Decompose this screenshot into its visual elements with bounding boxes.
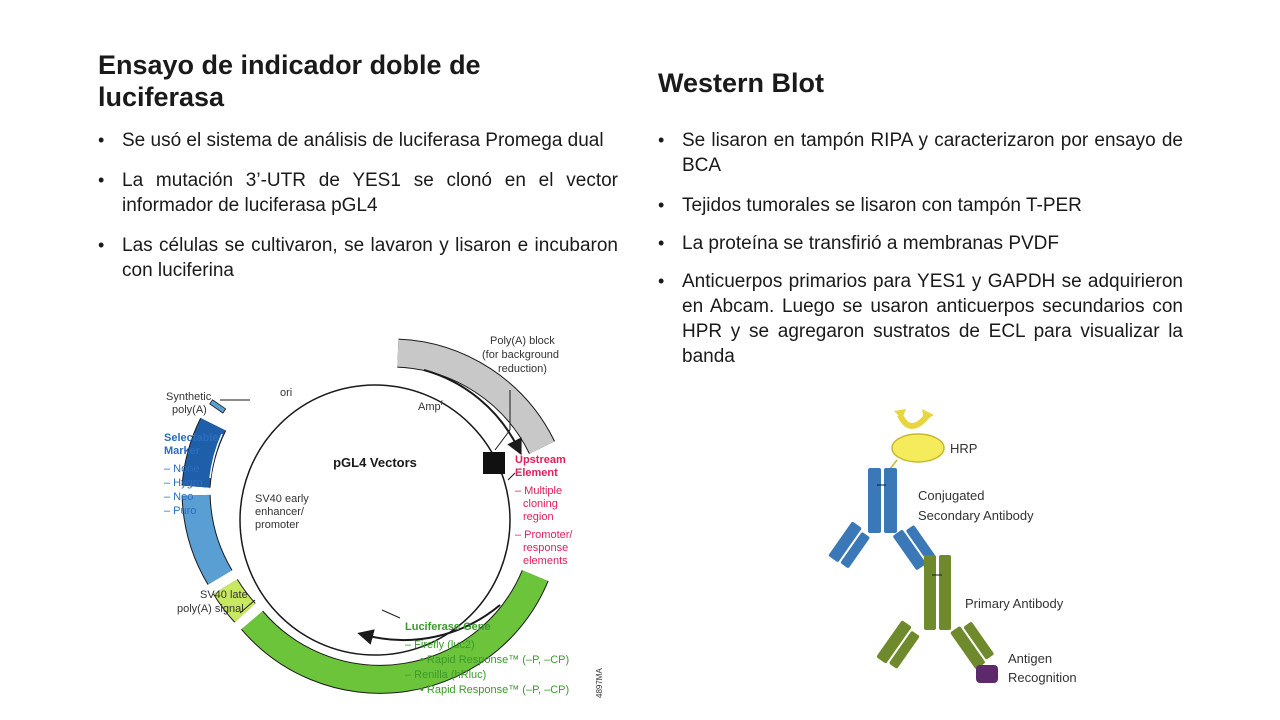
leader-line: [239, 599, 256, 614]
primary-fab-right-light: [963, 622, 994, 660]
figure-code: 4897MA: [595, 668, 604, 698]
leader-line: [381, 609, 401, 619]
primary-fab-right: [950, 622, 994, 669]
sv40-early-label-1: SV40 early: [255, 493, 309, 505]
hrp-enzyme: [891, 433, 945, 463]
bullet-item: La mutación 3’-UTR de YES1 se clonó en e…: [98, 168, 618, 218]
amp-segment: [397, 339, 555, 454]
title-luciferase-assay: Ensayo de indicador doble de luciferasa: [98, 50, 481, 112]
amp-label-sup: r: [441, 398, 444, 407]
amp-label: Ampr: [418, 398, 444, 413]
bullet-item: Se lisaron en tampón RIPA y caracterizar…: [658, 128, 1183, 178]
antigen-label-2: Recognition: [1008, 670, 1077, 685]
upstream-element-item: response: [523, 542, 568, 554]
bullet-item: Las células se cultivaron, se lavaron y …: [98, 233, 618, 283]
synthetic-polya-label-1: Synthetic: [166, 391, 212, 403]
bullet-item: La proteína se transfirió a membranas PV…: [658, 231, 1183, 256]
upstream-element-block: [483, 452, 505, 474]
selectable-marker-item: – Puro: [164, 505, 196, 517]
amp-arrow: [423, 369, 522, 456]
upstream-element-item: – Promoter/: [515, 529, 573, 541]
primary-heavy-chain-right: [939, 555, 951, 630]
luciferase-firefly-label: – Firefly (luc2): [405, 639, 475, 651]
bullet-item: Tejidos tumorales se lisaron con tampón …: [658, 193, 1183, 218]
synthetic-polya-label-2: poly(A): [172, 404, 207, 416]
selectable-marker-item: – Neo: [164, 491, 193, 503]
luciferase-gene-segment: [241, 570, 548, 693]
secondary-fab-left-light: [840, 532, 870, 568]
sv40-late-segment: [213, 579, 256, 622]
polya-block-label-2: (for background: [482, 349, 559, 361]
secondary-heavy-chain-right: [884, 468, 897, 533]
polya-block-label-1: Poly(A) block: [490, 335, 555, 347]
antibody-schematic-figure: HRP Conjugated Secondary Antibody Primar…: [828, 409, 1077, 685]
marker-arrow: [209, 433, 223, 479]
primary-fab-left-light: [889, 631, 920, 669]
primary-fab-left: [876, 620, 920, 669]
luciferase-arrow: [357, 604, 501, 645]
conjugated-label-2: Secondary Antibody: [918, 508, 1034, 523]
bullet-item: Se usó el sistema de análisis de lucifer…: [98, 128, 618, 153]
ori-label: ori: [280, 387, 292, 399]
title-western-blot: Western Blot: [658, 68, 825, 98]
upstream-element-title-1: Upstream: [515, 454, 566, 466]
hrp-label: HRP: [950, 441, 977, 456]
luciferase-rapid-response-1: • Rapid Response™ (–P, –CP): [420, 654, 569, 666]
sv40-early-segment: [182, 494, 232, 585]
conjugated-label-1: Conjugated: [918, 488, 985, 503]
sv40-late-label-1: SV40 late: [200, 589, 248, 601]
luciferase-renilla-label: – Renilla (hRluc): [405, 669, 486, 681]
leader-line: [507, 472, 516, 481]
sv40-early-label-3: promoter: [255, 519, 299, 531]
primary-antibody-label: Primary Antibody: [965, 596, 1064, 611]
sv40-early-label-2: enhancer/: [255, 506, 305, 518]
upstream-element-item: elements: [523, 555, 568, 567]
upstream-element-title-2: Element: [515, 467, 558, 479]
synthetic-polya-block: [209, 399, 227, 414]
upstream-element-item: – Multiple: [515, 485, 562, 497]
secondary-fab-right-heavy: [893, 530, 926, 570]
primary-fab-right-heavy: [950, 626, 985, 669]
plasmid-backbone: [239, 384, 511, 656]
bullet-item: Anticuerpos primarios para YES1 y GAPDH …: [658, 269, 1183, 369]
upstream-element-item: region: [523, 511, 554, 523]
sv40-late-label-2: poly(A) signal: [177, 603, 244, 615]
hrp-linker: [889, 459, 898, 470]
western-blot-bullet-list: Se lisaron en tampón RIPA y caracterizar…: [658, 128, 1183, 384]
polya-block-label-3: reduction): [498, 363, 547, 375]
luciferase-rapid-response-2: • Rapid Response™ (–P, –CP): [420, 684, 569, 696]
selectable-marker-item: – Hygro: [164, 477, 203, 489]
secondary-heavy-chain-left: [868, 468, 881, 533]
antigen-label-1: Antigen: [1008, 651, 1052, 666]
signal-arrow-head: [922, 409, 934, 421]
signal-arrow-tail: [894, 409, 906, 419]
amp-label-text: Amp: [418, 401, 441, 413]
luciferase-bullet-list: Se usó el sistema de análisis de lucifer…: [98, 128, 618, 298]
primary-fab-left-heavy: [876, 620, 912, 664]
selectable-marker-title-2: Marker: [164, 445, 201, 457]
luciferase-gene-title: Luciferase Gene: [405, 621, 491, 633]
primary-heavy-chain-left: [924, 555, 936, 630]
pgl4-vector-map-figure: pGL4 Vectors ori Ampr Poly(A) block (for…: [164, 335, 604, 698]
selectable-marker-item: – None: [164, 463, 199, 475]
secondary-fab-right: [893, 525, 935, 570]
secondary-fab-left: [828, 522, 870, 568]
selectable-marker-segment: [182, 418, 226, 488]
vector-center-label: pGL4 Vectors: [333, 455, 417, 470]
antigen: [976, 665, 998, 683]
leader-line: [494, 429, 511, 451]
selectable-marker-title-1: Selectable: [164, 432, 218, 444]
secondary-fab-left-heavy: [828, 522, 862, 562]
secondary-fab-right-light: [906, 525, 935, 561]
upstream-element-item: cloning: [523, 498, 558, 510]
